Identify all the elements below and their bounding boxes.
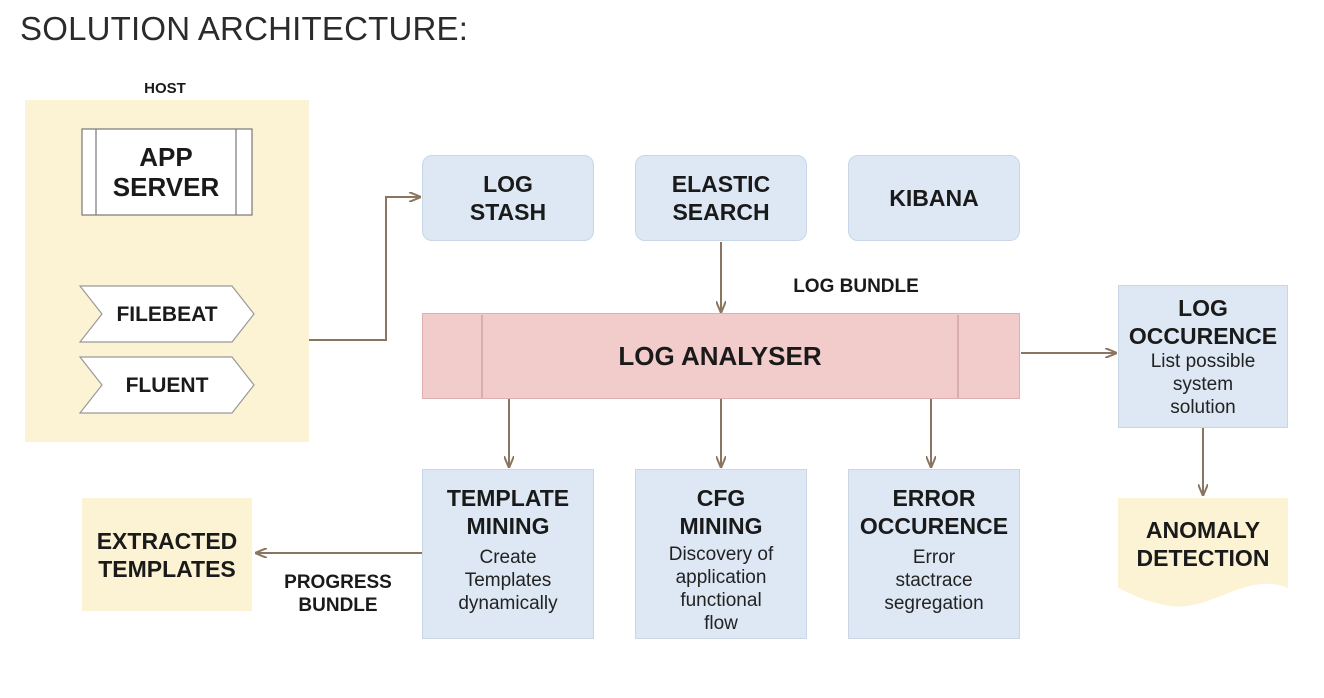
page-title: SOLUTION ARCHITECTURE: (20, 10, 469, 47)
anomaly-detection-shape (1118, 498, 1288, 607)
fluent-shape (78, 356, 255, 414)
log-bundle-label: LOG BUNDLE (793, 276, 919, 297)
extracted-templates-box: EXTRACTED TEMPLATES (82, 498, 252, 611)
error-occurence-box: ERROR OCCURENCE Error stactrace segregat… (848, 469, 1020, 639)
log-analyser: LOG ANALYSER (618, 341, 822, 371)
progress-bundle-label: PROGRESS BUNDLE (284, 572, 392, 616)
host-label: HOST (144, 80, 186, 97)
app-server-box (81, 128, 253, 216)
filebeat: FILEBEAT (116, 302, 218, 326)
log-occurence-box: LOG OCCURENCE List possible system solut… (1118, 285, 1288, 428)
filebeat-shape (78, 285, 255, 343)
logstash-box: LOG STASH (422, 155, 594, 241)
template-mining-box: TEMPLATE MINING Create Templates dynamic… (422, 469, 594, 639)
kibana-box: KIBANA (848, 155, 1020, 241)
cfg-mining-box: CFG MINING Discovery of application func… (635, 469, 807, 639)
anomaly-detection: ANOMALY DETECTION (1136, 517, 1270, 571)
fluent: FLUENT (125, 373, 209, 397)
connectors (256, 197, 1203, 553)
log-analyser-box (422, 313, 1020, 399)
app-server: APP SERVER (112, 142, 220, 202)
elasticsearch-box: ELASTIC SEARCH (635, 155, 807, 241)
